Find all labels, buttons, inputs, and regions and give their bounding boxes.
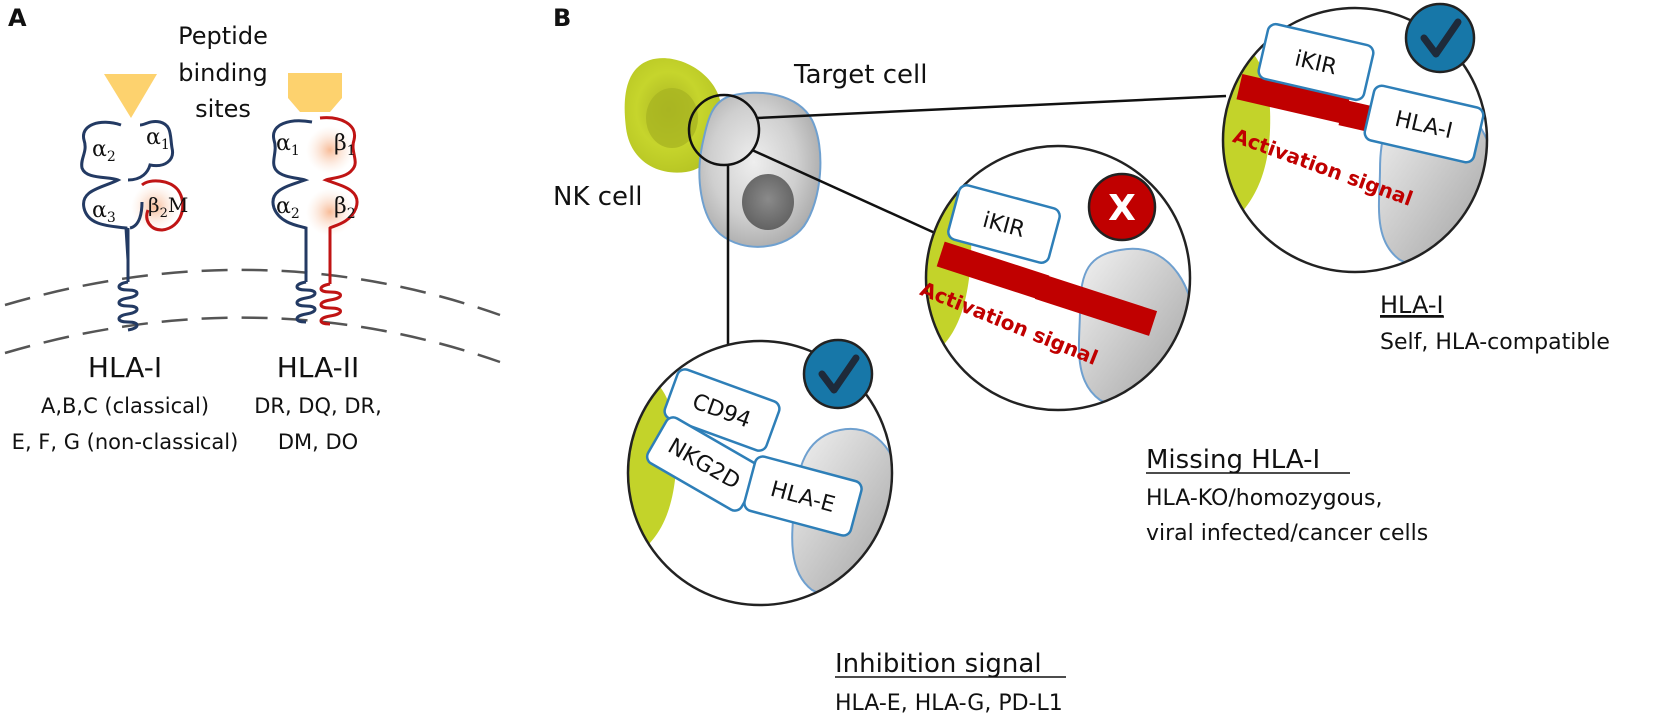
caption-missing-title: Missing HLA-I [1146,445,1320,475]
bot-cd94-box [663,368,781,452]
caption-missing-line2: viral infected/cancer cells [1146,521,1428,546]
caption-hla1-line: Self, HLA-compatible [1380,330,1610,355]
membrane-inner-line [4,316,501,364]
hla1-title: HLA-I [88,351,162,384]
top-check-badge [1404,2,1476,74]
hla1-line2: E, F, G (non-classical) [12,430,239,454]
mid-x-icon: X [1108,188,1136,229]
peptide-label-line2: binding [178,59,267,87]
hla1-peptide-site [104,74,157,118]
hla1-line1: A,B,C (classical) [41,394,209,418]
hla2-beta2-label: β2 [334,194,356,222]
zoom-focus-circle [687,93,761,167]
mid-x-badge [1087,172,1157,242]
peptide-label-line3: sites [195,95,251,123]
hla2-line2: DM, DO [278,430,358,454]
top-check-icon [1420,18,1462,58]
connector-top [756,94,1227,120]
panel-b-letter: B [553,4,571,32]
caption-missing-line1: HLA-KO/homozygous, [1146,486,1382,511]
connector-mid [751,148,936,235]
hla1-alpha1-label: α1 [146,125,170,153]
target-cell-label: Target cell [793,60,927,90]
top-hla1-box [1363,84,1485,164]
target-cell-nucleus [742,174,794,230]
hla1-b2m-label: β2M [148,193,188,221]
bot-hla-e-box [743,455,863,537]
bot-check-icon [818,354,860,394]
caption-inhibition-title: Inhibition signal [835,649,1042,679]
nk-cell-nucleus [646,88,698,148]
caption-inhibition-line: HLA-E, HLA-G, PD-L1 [835,691,1063,716]
panel-a-letter: A [8,4,27,32]
membrane-outer-line [4,268,501,317]
hla2-alpha1-label: α1 [276,131,300,159]
hla1-alpha2-label: α2 [92,137,116,165]
hla1-molecule [80,120,185,332]
hla2-alpha2-label: α2 [276,194,300,222]
hla1-alpha3-label: α3 [92,198,116,226]
peptide-label-line1: Peptide [178,22,268,50]
top-ikir-box [1257,22,1375,102]
nk-cell-label: NK cell [553,182,643,212]
mid-ikir-box [947,184,1061,264]
hla2-title: HLA-II [277,351,359,384]
caption-hla1-title: HLA-I [1380,291,1444,319]
hla2-molecule [271,116,359,326]
hla2-line1: DR, DQ, DR, [254,394,382,418]
hla2-peptide-site [288,73,342,112]
bot-check-badge [802,338,874,410]
hla2-beta1-label: β1 [334,131,356,159]
